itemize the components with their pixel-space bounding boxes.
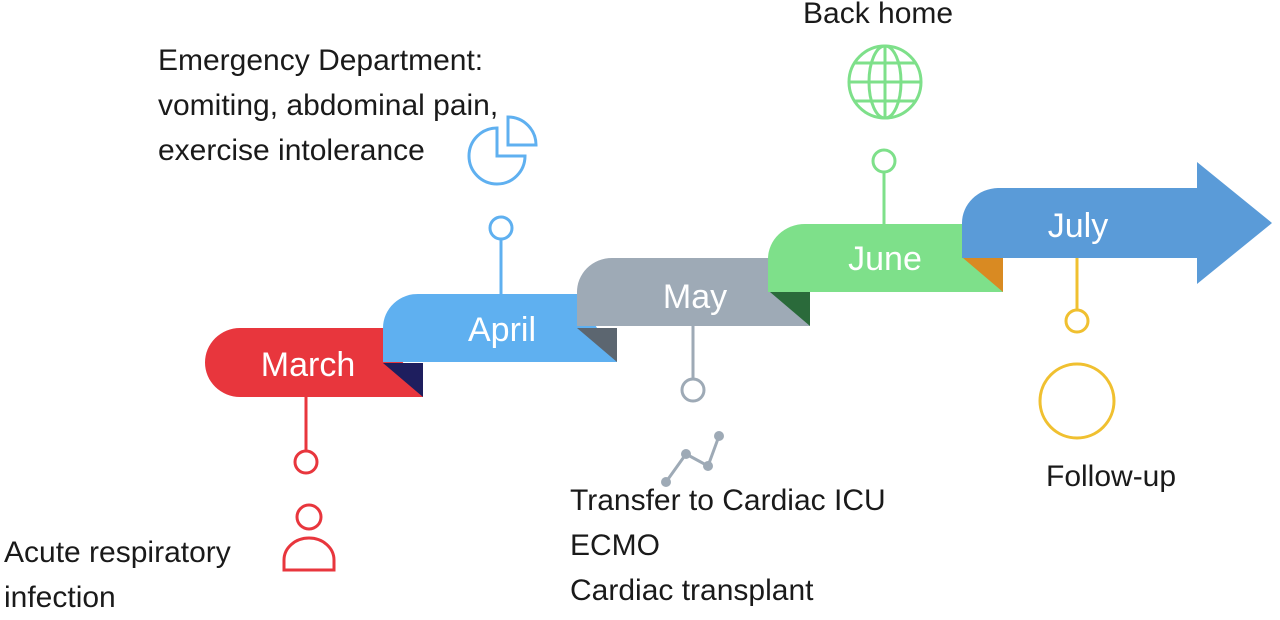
month-label-june: June [848,240,922,278]
month-june: June [768,224,1003,292]
note-line: infection [4,581,116,614]
note-line: vomiting, abdominal pain, [158,89,499,122]
event-note-march: Acute respiratory infection [4,530,231,620]
person-icon [282,503,336,572]
note-line: Acute respiratory [4,536,231,569]
month-label-april: April [468,311,536,349]
june-segment [768,224,1003,292]
month-july: July [962,162,1272,284]
globe-icon [847,44,923,120]
march-connector [293,397,319,475]
line-graph-icon [661,431,724,487]
event-note-april: Emergency Department: vomiting, abdomina… [158,38,498,173]
june-fold [963,258,1003,292]
march-fold [383,363,423,397]
event-note-june: Back home [803,0,953,36]
month-label-july: July [1048,207,1108,245]
april-fold [577,328,617,362]
month-label-may: May [663,278,727,316]
month-may: May [576,257,810,326]
month-march: March [205,328,423,397]
march-segment [205,328,423,397]
note-line: Follow-up [1046,460,1177,493]
note-line: Cardiac transplant [570,574,814,607]
note-line: exercise intolerance [158,134,425,167]
month-april: April [382,293,617,362]
event-note-july: Follow-up [1046,454,1176,499]
april-segment [382,293,617,362]
month-label-march: March [261,346,355,384]
april-connector [488,215,514,294]
may-segment [576,257,810,326]
may-connector [680,326,706,403]
event-note-may: Transfer to Cardiac ICU ECMO Cardiac tra… [570,478,886,613]
circle-icon [1038,362,1116,440]
july-arrow [962,162,1272,284]
note-line: Back home [803,0,954,30]
pie-chart-icon [467,115,538,186]
note-line: Transfer to Cardiac ICU [570,484,886,517]
note-line: ECMO [570,529,660,562]
july-connector [1064,258,1090,334]
note-line: Emergency Department: [158,44,484,77]
june-connector [871,148,897,224]
may-fold [770,292,810,326]
